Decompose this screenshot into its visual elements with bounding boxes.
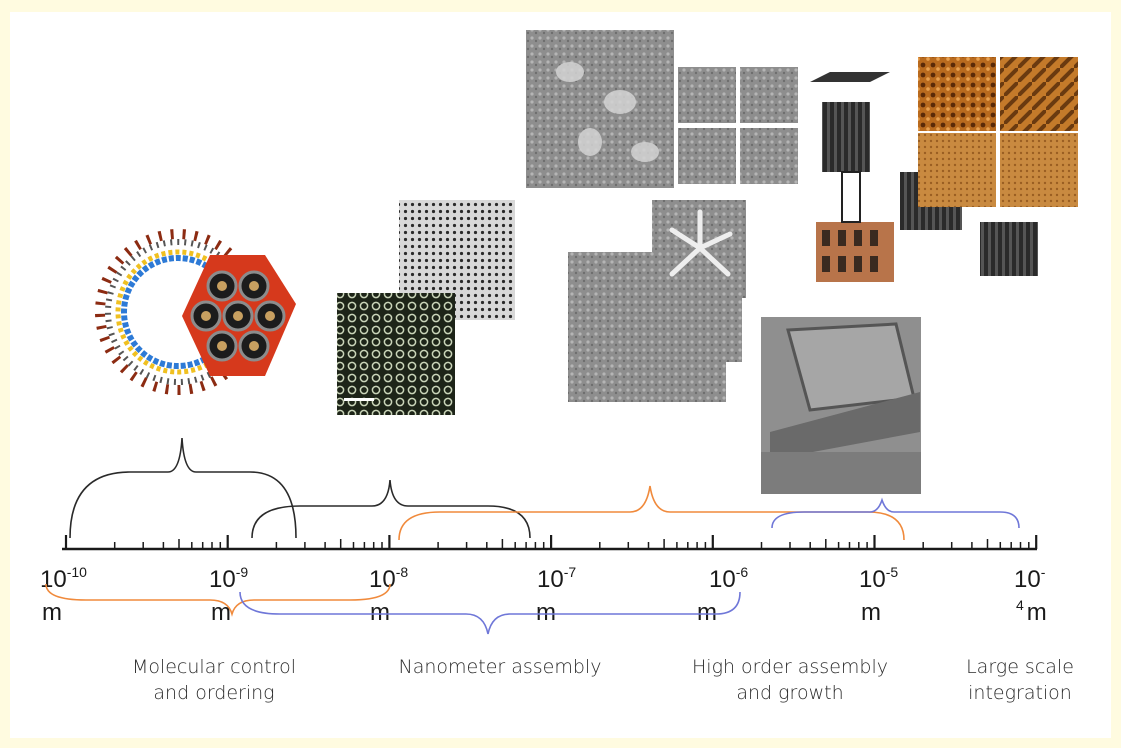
caption-highorder-line2: and growth xyxy=(736,682,844,704)
caption-molecular-line1: Molecular control xyxy=(131,656,297,678)
unit-label-1e-8: m xyxy=(370,599,390,626)
bracket-highorder-orange xyxy=(398,485,905,541)
axis-tick-labels: 10-10 10-9 10-8 10-7 10-6 10-5 10- m m m… xyxy=(40,564,1047,626)
bracket-molecular-orange xyxy=(45,583,391,617)
figure-canvas: 10-10 10-9 10-8 10-7 10-6 10-5 10- m m m… xyxy=(10,12,1111,738)
nanowire-array-illustrations xyxy=(810,57,1078,282)
tick-label-1e-4: 10- xyxy=(1014,564,1046,593)
caption-nanometer-assembly: Nanometer assembly xyxy=(390,654,610,680)
mesoporous-tem-micrographs xyxy=(337,200,515,415)
caption-nanometer-line1: Nanometer assembly xyxy=(398,656,602,678)
caption-largescale-line2: integration xyxy=(968,682,1072,704)
bracket-molecular-black xyxy=(69,437,297,539)
caption-largescale-line1: Large scale xyxy=(966,656,1074,678)
caption-high-order-assembly: High order assembly and growth xyxy=(670,654,910,706)
tick-label-1e-7: 10-7 xyxy=(537,564,576,593)
sem-membrane-device xyxy=(761,317,921,494)
tick-label-1e-10: 10-10 xyxy=(40,564,87,593)
caption-highorder-line1: High order assembly xyxy=(692,656,888,678)
caption-large-scale-integration: Large scale integration xyxy=(950,654,1090,706)
unit-label-1e-5: m xyxy=(861,599,881,626)
tick-label-1e-8: 10-8 xyxy=(369,564,408,593)
bracket-nanometer-blue xyxy=(239,591,741,635)
tick-label-1e-9: 10-9 xyxy=(209,564,248,593)
caption-molecular-control: Molecular control and ordering xyxy=(114,654,314,706)
figure-svg: 10-10 10-9 10-8 10-7 10-6 10-5 10- m m m… xyxy=(40,30,1078,635)
unit-label-1e-7: m xyxy=(536,599,556,626)
caption-molecular-line2: and ordering xyxy=(153,682,275,704)
log-scale-axis xyxy=(62,535,1038,551)
sem-crystal-clusters xyxy=(526,30,798,188)
unit-label-1e-6: m xyxy=(697,599,717,626)
bracket-largescale-blue xyxy=(771,497,1020,529)
tick-label-1e-5: 10-5 xyxy=(859,564,898,593)
unit-label-1e-9: m xyxy=(211,599,231,626)
micelle-hexagonal-illustration xyxy=(95,229,296,395)
bracket-nanometer-black xyxy=(251,479,531,539)
unit-label-1e-10: m xyxy=(42,599,62,626)
sem-flower-crystals xyxy=(568,200,746,402)
tick-label-1e-6: 10-6 xyxy=(709,564,748,593)
